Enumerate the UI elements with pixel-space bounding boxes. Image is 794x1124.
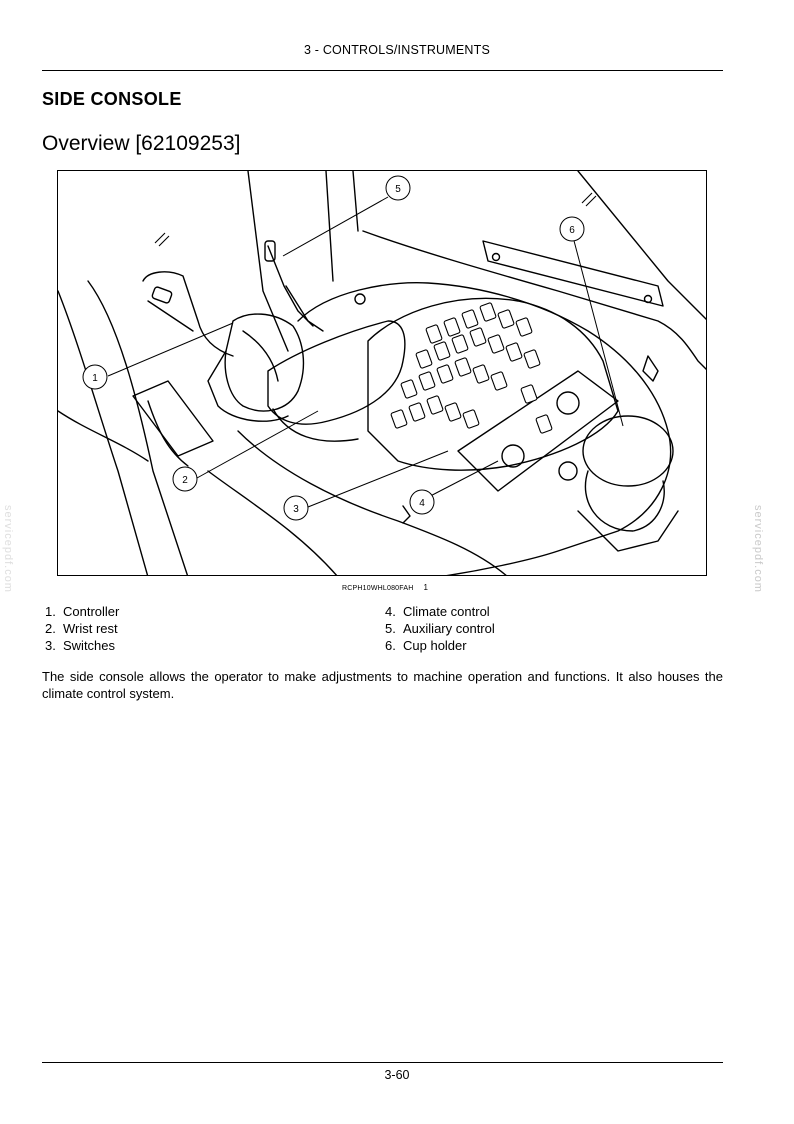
callout-6: 6	[569, 225, 575, 236]
footer-rule	[42, 1062, 723, 1063]
legend-column-right: 4.Climate control 5.Auxiliary control 6.…	[385, 603, 495, 654]
legend-item: 2.Wrist rest	[45, 621, 118, 636]
section-subtitle: Overview [62109253]	[42, 132, 241, 155]
figure-reference-code: RCPH10WHL080FAH	[342, 585, 414, 592]
page-number: 3-60	[384, 1068, 410, 1082]
callout-3: 3	[293, 504, 299, 515]
figure-illustration: 1 2 3 4 5 6	[57, 170, 707, 576]
callout-1: 1	[92, 373, 98, 384]
description-paragraph: The side console allows the operator to …	[42, 669, 723, 701]
legend-item: 1.Controller	[45, 604, 120, 619]
legend-item: 4.Climate control	[385, 604, 490, 619]
legend-item: 5.Auxiliary control	[385, 621, 495, 636]
header-rule	[42, 70, 723, 71]
legend-item: 6.Cup holder	[385, 638, 467, 653]
section-title: SIDE CONSOLE	[42, 89, 182, 109]
legend-column-left: 1.Controller 2.Wrist rest 3.Switches	[45, 603, 119, 654]
callout-2: 2	[182, 475, 188, 486]
figure-number: 1	[423, 583, 429, 592]
figure-caption: RCPH10WHL080FAH 1	[342, 583, 428, 592]
watermark-left: servicepdf.com	[2, 505, 14, 593]
callout-5: 5	[395, 184, 401, 195]
callout-4: 4	[419, 498, 425, 509]
console-drawing: 1 2 3 4 5 6	[58, 171, 706, 575]
page-header: 3 - CONTROLS/INSTRUMENTS	[303, 43, 491, 57]
watermark-right: servicepdf.com	[752, 505, 764, 593]
legend-item: 3.Switches	[45, 638, 116, 653]
